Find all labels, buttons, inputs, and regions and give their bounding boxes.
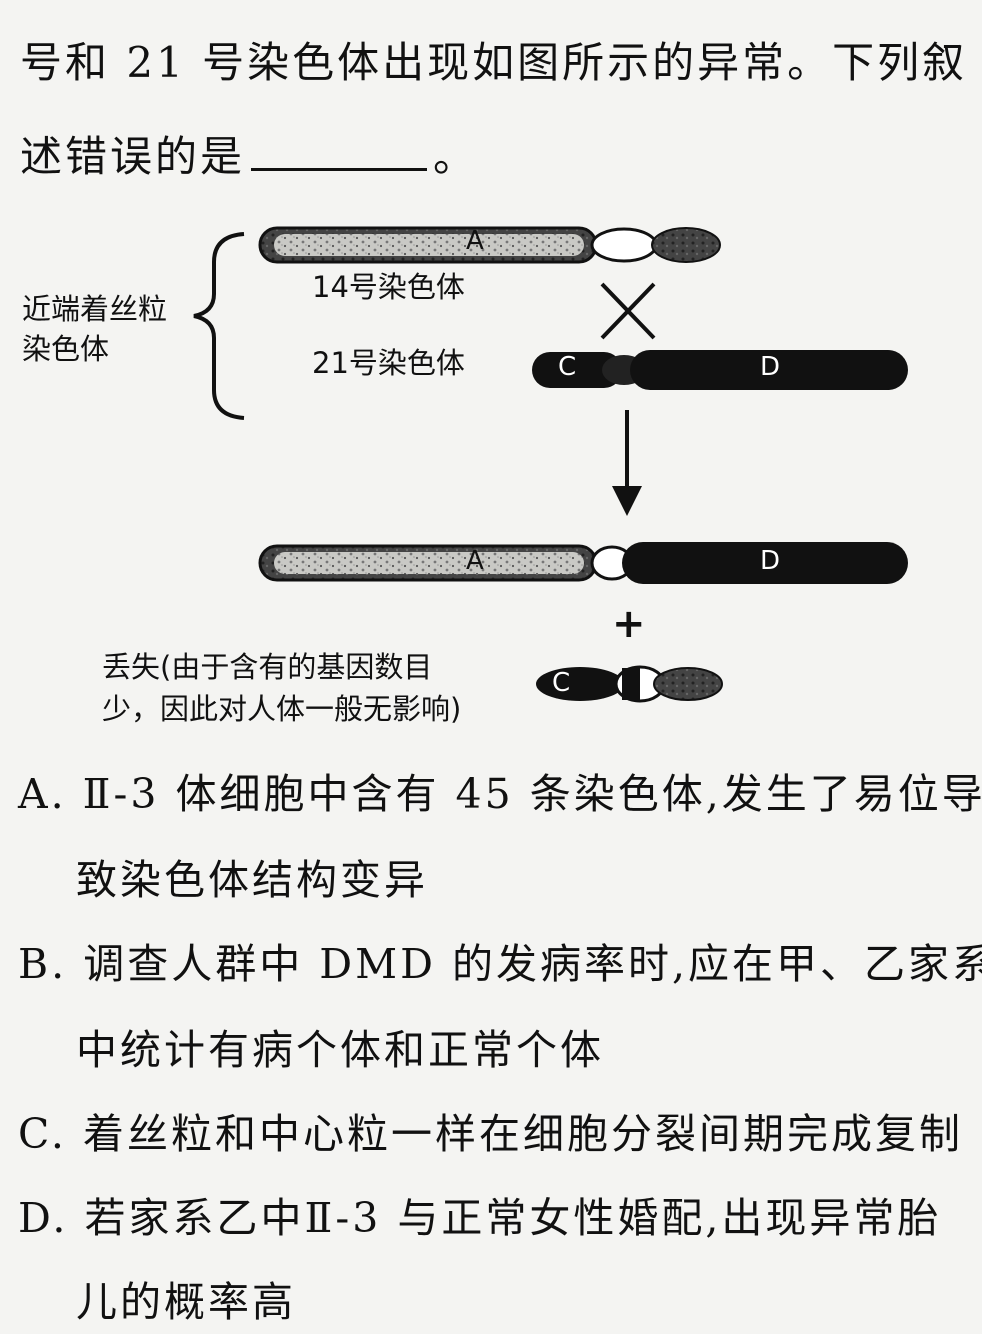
option-c-line-1[interactable]: C. 着丝粒和中心粒一样在细胞分裂间期完成复制: [18, 1110, 963, 1158]
answer-blank[interactable]: [251, 132, 428, 171]
option-d-line-2: 儿的概率高: [76, 1278, 296, 1326]
option-a-line-1[interactable]: A. Ⅱ-3 体细胞中含有 45 条染色体,发生了易位导: [18, 770, 982, 818]
brace-label-line-1: 近端着丝粒: [22, 292, 168, 326]
lost-small-chromosome: [536, 665, 723, 703]
segment-c-label-lost: C: [552, 668, 571, 698]
lost-note-line-1: 丢失(由于含有的基因数目: [102, 650, 433, 684]
option-d-line-1[interactable]: D. 若家系乙中Ⅱ-3 与正常女性婚配,出现异常胎: [18, 1194, 942, 1242]
chromosome-14: [258, 226, 721, 264]
segment-a-label-top: A: [466, 226, 484, 256]
lost-note-line-2: 少，因此对人体一般无影响): [102, 692, 462, 726]
question-stem-line-1: 号和 21 号染色体出现如图所示的异常。下列叙: [20, 38, 968, 87]
question-stem-line-2: 述错误的是 。: [20, 132, 478, 180]
question-stem-text-2: 述错误的是: [20, 132, 246, 181]
brace-label-line-2: 染色体: [22, 332, 110, 366]
option-b-line-1[interactable]: B. 调查人群中 DMD 的发病率时,应在甲、乙家系: [18, 940, 982, 988]
question-stem-period: 。: [433, 132, 479, 181]
chr14-label: 14号染色体: [312, 270, 465, 304]
chromosome-translocation-diagram: 近端着丝粒 染色体 14号染色体 21号染色体 A C D A D + C 丢失…: [0, 200, 982, 760]
brace-icon: [193, 232, 245, 420]
chr21-label: 21号染色体: [312, 346, 465, 380]
option-a-line-2: 致染色体结构变异: [76, 856, 428, 904]
segment-d-label-top: D: [760, 352, 781, 382]
diagram-graphics: [193, 226, 908, 703]
option-b-line-2: 中统计有病个体和正常个体: [76, 1026, 604, 1074]
question-stem-text-1: 号和 21 号染色体出现如图所示的异常。下列叙: [20, 38, 968, 87]
segment-a-label-bottom: A: [466, 546, 484, 576]
down-arrow-icon: [612, 410, 642, 516]
segment-c-label-top: C: [558, 352, 577, 382]
chromosome-21: [532, 350, 908, 390]
segment-d-label-bottom: D: [760, 546, 781, 576]
translocated-chromosome: [258, 542, 908, 584]
crossover-icon: [600, 282, 656, 340]
plus-symbol: +: [612, 601, 646, 647]
